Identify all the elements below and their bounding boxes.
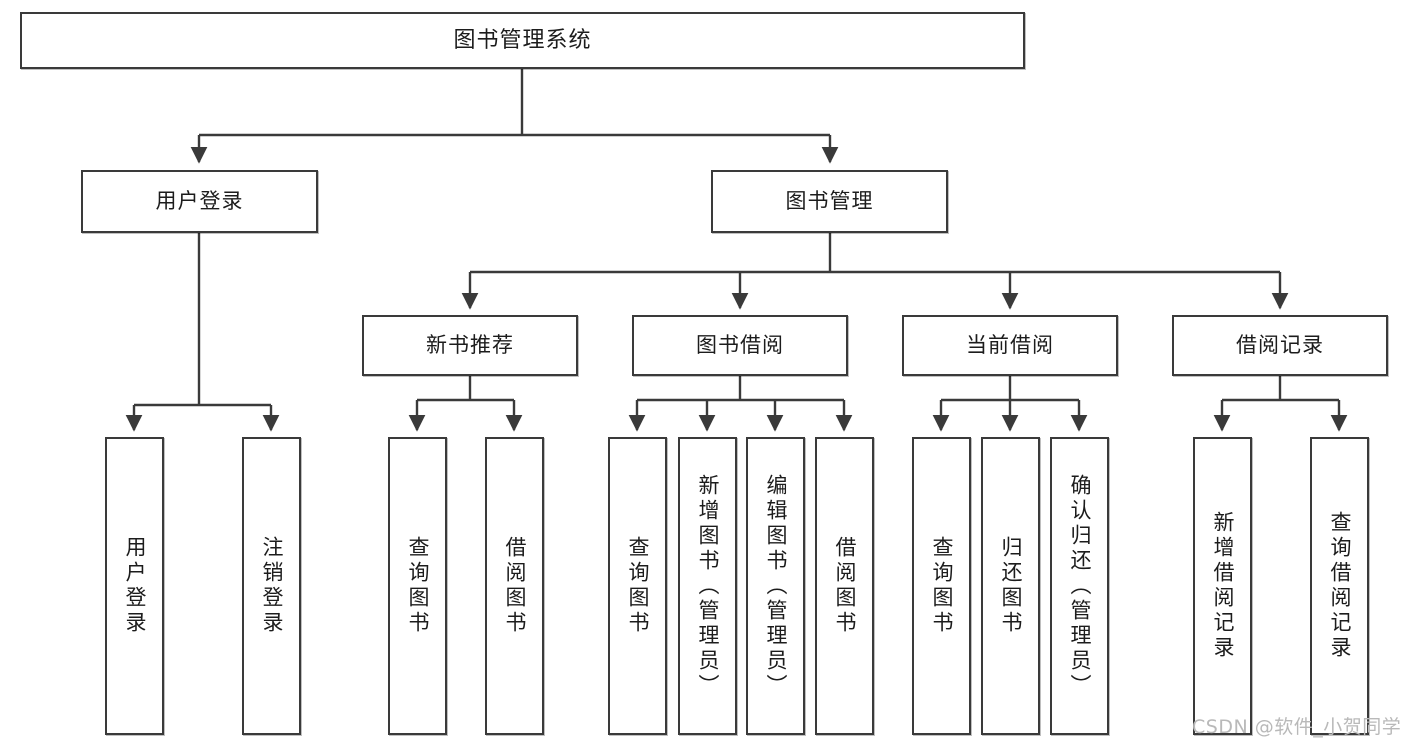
node-label: 借阅记录: [1236, 333, 1324, 358]
node-label: 图书管理: [785, 189, 874, 214]
node-label: 查询图书: [930, 536, 954, 636]
leaf-current-query-book[interactable]: 查询图书: [912, 437, 971, 735]
node-borrow-record[interactable]: 借阅记录: [1172, 315, 1388, 376]
node-label: 新增借阅记录: [1211, 511, 1235, 661]
node-label: 新书推荐: [426, 333, 514, 358]
node-label: 注销登录: [260, 536, 284, 636]
leaf-current-return-book[interactable]: 归还图书: [981, 437, 1040, 735]
node-label: 编辑图书（管理员）: [764, 473, 788, 699]
csdn-watermark: CSDN @软件_小贺同学: [1192, 716, 1402, 738]
node-book-management[interactable]: 图书管理: [711, 170, 948, 233]
leaf-record-add-record[interactable]: 新增借阅记录: [1193, 437, 1252, 735]
node-label: 确认归还（管理员）: [1068, 473, 1092, 699]
node-label: 用户登录: [155, 189, 244, 214]
leaf-current-confirm-return[interactable]: 确认归还（管理员）: [1050, 437, 1109, 735]
leaf-borrow-add-book[interactable]: 新增图书（管理员）: [678, 437, 737, 735]
leaf-recommend-borrow-book[interactable]: 借阅图书: [485, 437, 544, 735]
node-new-book-recommend[interactable]: 新书推荐: [362, 315, 578, 376]
node-label: 查询图书: [626, 536, 650, 636]
node-label: 借阅图书: [833, 536, 857, 636]
leaf-borrow-query-book[interactable]: 查询图书: [608, 437, 667, 735]
node-current-borrow[interactable]: 当前借阅: [902, 315, 1118, 376]
node-book-borrow[interactable]: 图书借阅: [632, 315, 848, 376]
leaf-borrow-borrow-book[interactable]: 借阅图书: [815, 437, 874, 735]
node-label: 图书借阅: [696, 333, 784, 358]
leaf-user-logout[interactable]: 注销登录: [242, 437, 301, 735]
node-user-login[interactable]: 用户登录: [81, 170, 318, 233]
node-root-system[interactable]: 图书管理系统: [20, 12, 1025, 69]
leaf-recommend-query-book[interactable]: 查询图书: [388, 437, 447, 735]
node-label: 图书管理系统: [453, 27, 592, 53]
node-label: 当前借阅: [966, 333, 1054, 358]
leaf-record-query-record[interactable]: 查询借阅记录: [1310, 437, 1369, 735]
node-label: 归还图书: [999, 536, 1023, 636]
node-label: 借阅图书: [503, 536, 527, 636]
node-label: 新增图书（管理员）: [696, 473, 720, 699]
node-label: 用户登录: [123, 536, 147, 636]
node-label: 查询图书: [406, 536, 430, 636]
leaf-borrow-edit-book[interactable]: 编辑图书（管理员）: [746, 437, 805, 735]
leaf-user-login[interactable]: 用户登录: [105, 437, 164, 735]
node-label: 查询借阅记录: [1328, 511, 1352, 661]
